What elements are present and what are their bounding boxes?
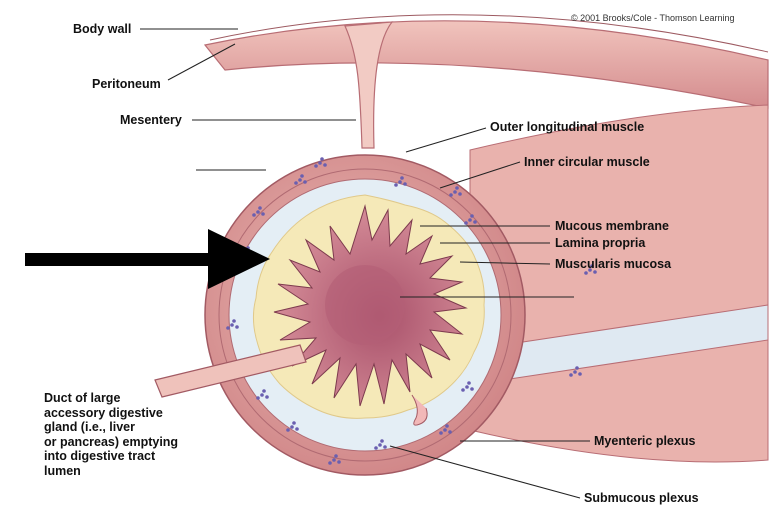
plexus-dot (226, 326, 230, 330)
plexus-dot (400, 176, 404, 180)
label-inner-circular-muscle: Inner circular muscle (524, 155, 650, 169)
label-mucous-membrane: Mucous membrane (555, 219, 669, 233)
mesentery-fold (344, 21, 394, 149)
plexus-dot (464, 221, 468, 225)
leader-lines (140, 28, 590, 499)
plexus-dot (261, 212, 265, 216)
copyright-credit: © 2001 Brooks/Cole - Thomson Learning (571, 13, 735, 23)
plexus-dot (470, 214, 474, 218)
label-lamina-propria: Lamina propria (555, 236, 646, 250)
plexus-dot (467, 381, 471, 385)
label-submucous-plexus: Submucous plexus (584, 491, 699, 505)
plexus-dot (292, 421, 296, 425)
plexus-dot (256, 396, 260, 400)
leader-submucous-plexus (389, 445, 581, 499)
plexus-dot (584, 271, 588, 275)
label-muscularis-mucosa: Muscularis mucosa (555, 257, 672, 271)
plexus-dot (334, 454, 338, 458)
plexus-dot (449, 193, 453, 197)
plexus-dot (588, 268, 592, 272)
label-duct: Duct of large accessory digestive gland … (44, 391, 178, 478)
label-duct-line: lumen (44, 463, 81, 478)
leader-inner-circular-muscle (439, 161, 521, 189)
plexus-dot (235, 325, 239, 329)
plexus-dot (439, 431, 443, 435)
plexus-dot (470, 387, 474, 391)
cross-section-rings (204, 154, 526, 476)
muscle-layer-boundary (218, 168, 512, 462)
plexus-dot (332, 458, 336, 462)
plexus-dot (232, 319, 236, 323)
plexus-dot (378, 443, 382, 447)
plexus-dot (403, 182, 407, 186)
label-body-wall: Body wall (73, 22, 132, 36)
label-outer-longitudinal-muscle: Outer longitudinal muscle (490, 120, 645, 134)
leader-peritoneum (167, 43, 236, 81)
plexus-dot (569, 373, 573, 377)
plexus-dot (265, 395, 269, 399)
plexus-dot (337, 460, 341, 464)
plexus-dot (573, 370, 577, 374)
plexus-dot (590, 264, 594, 268)
plexus-dot (256, 210, 260, 214)
label-myenteric-plexus: Myenteric plexus (594, 434, 696, 448)
plexus-dot (575, 366, 579, 370)
plexus-dot (300, 174, 304, 178)
leader-muscularis-mucosa (459, 261, 551, 265)
plexus-dot (320, 157, 324, 161)
plexus-dot (578, 372, 582, 376)
label-peritoneum: Peritoneum (92, 77, 161, 91)
plexus-dot (445, 424, 449, 428)
plexus-dot (394, 183, 398, 187)
plexus-dot (298, 178, 302, 182)
plexus-dot (260, 393, 264, 397)
plexus-dot (458, 192, 462, 196)
plexus-dot (294, 181, 298, 185)
plexus-dot (593, 270, 597, 274)
pointer-arrow (25, 229, 270, 289)
plexus-dot (448, 430, 452, 434)
plexus-dot (290, 425, 294, 429)
plexus-dot (262, 389, 266, 393)
plexus-dot (230, 323, 234, 327)
accessory-gland-duct (154, 344, 428, 426)
plexus-dot (252, 213, 256, 217)
label-duct-line: into digestive tract (44, 449, 156, 463)
plexus-dot (258, 206, 262, 210)
plexus-dot (473, 220, 477, 224)
plexus-dot (374, 446, 378, 450)
plexus-dot (328, 461, 332, 465)
plexus-dot (453, 190, 457, 194)
label-mesentery: Mesentery (120, 113, 182, 127)
plexus-dot (398, 180, 402, 184)
label-duct-line: Duct of large (44, 391, 121, 405)
label-duct-line: gland (i.e., liver (44, 420, 135, 434)
plexus-dot (286, 428, 290, 432)
plexus-dot (468, 218, 472, 222)
plexus-dot (314, 164, 318, 168)
plexus-dot (465, 385, 469, 389)
label-duct-line: or pancreas) emptying (44, 434, 179, 449)
plexus-dot (455, 186, 459, 190)
plexus-dot (461, 388, 465, 392)
plexus-dot (443, 428, 447, 432)
plexus-dot (383, 445, 387, 449)
lumen-center (325, 265, 405, 345)
plexus-dot (303, 180, 307, 184)
label-duct-line: accessory digestive (44, 405, 163, 420)
tract-extension (469, 104, 769, 463)
plexus-dot (318, 161, 322, 165)
leader-outer-longitudinal-muscle (405, 127, 487, 153)
plexus-dot (295, 427, 299, 431)
plexus-dot (380, 439, 384, 443)
body-wall (203, 14, 769, 109)
plexus-dot (323, 163, 327, 167)
